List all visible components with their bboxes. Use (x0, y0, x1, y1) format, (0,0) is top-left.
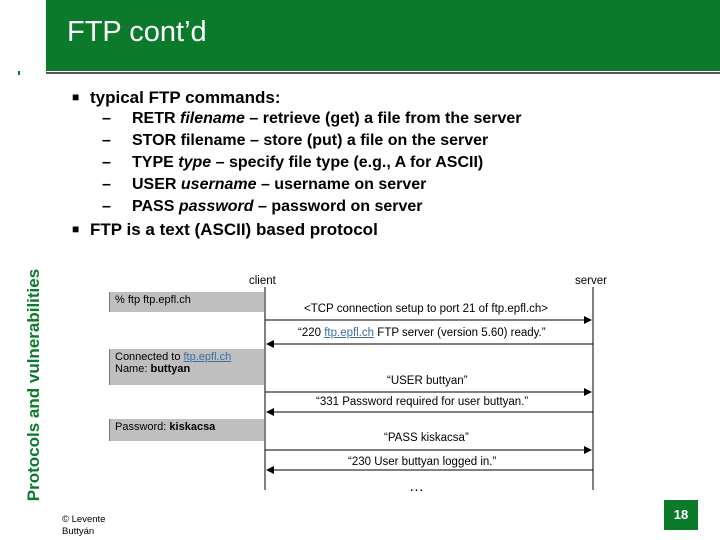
command-name: TYPE (132, 154, 174, 171)
bullet-text-protocol: ■ FTP is a text (ASCII) based protocol (72, 220, 378, 240)
message-tcp-setup: <TCP connection setup to port 21 of ftp.… (304, 303, 548, 315)
copyright-line: © Levente (62, 514, 106, 525)
title-bar (46, 0, 720, 71)
command-desc: – retrieve (get) a file from the server (244, 110, 522, 127)
password-label: Password: (115, 421, 170, 433)
command-arg: filename (180, 132, 246, 149)
command-desc: – username on server (256, 176, 427, 193)
command-desc: – store (put) a file on the server (245, 132, 489, 149)
command-item: –TYPE type – specify file type (e.g., A … (102, 154, 484, 171)
name-value: buttyan (150, 363, 191, 375)
message-220: “220 ftp.epfl.ch FTP server (version 5.6… (298, 327, 546, 339)
slide-title: FTP cont’d (67, 16, 207, 48)
command-item: –USER username – username on server (102, 176, 427, 193)
msg-220-suffix: FTP server (version 5.60) ready.” (374, 327, 546, 339)
bullet-icon: ■ (72, 90, 80, 104)
command-item: –STOR filename – store (put) a file on t… (102, 132, 489, 149)
client-label: client (249, 275, 276, 287)
bullet-typical-commands: ■ typical FTP commands: (72, 88, 281, 108)
command-arg: password (178, 198, 254, 215)
connected-text: Connected to (115, 351, 184, 363)
command-name: STOR (132, 132, 177, 149)
command-name: PASS (132, 198, 175, 215)
copyright-line: Buttyán (62, 526, 95, 537)
password-value: kiskacsa (169, 421, 216, 433)
bullet-icon: ■ (72, 222, 80, 236)
server-label: server (575, 275, 607, 287)
client-box-connected: Connected to ftp.epfl.ch Name: buttyan (109, 349, 264, 385)
command-arg: username (180, 176, 257, 193)
command-item: –RETR filename – retrieve (get) a file f… (102, 110, 522, 127)
msg-220-prefix: “220 (298, 327, 325, 339)
title-rule (46, 72, 720, 74)
message-pass: “PASS kiskacsa” (384, 432, 469, 444)
ellipsis: … (409, 478, 424, 495)
command-item: –PASS password – password on server (102, 198, 423, 215)
client-box-password: Password: kiskacsa (109, 419, 264, 441)
slide-number: 18 (664, 500, 698, 530)
host-link[interactable]: ftp.epfl.ch (324, 327, 375, 339)
command-arg: type (178, 154, 212, 171)
side-bar (22, 71, 46, 519)
copyright: © Levente Buttyán (62, 514, 105, 538)
command-name: USER (132, 176, 177, 193)
message-230: “230 User buttyan logged in.” (348, 456, 497, 468)
command-name: RETR (132, 110, 176, 127)
bullet-text: FTP is a text (ASCII) based protocol (90, 220, 378, 239)
command-arg: filename (180, 110, 245, 127)
host-link[interactable]: ftp.epfl.ch (183, 351, 232, 363)
command-desc: – specify file type (e.g., A for ASCII) (211, 154, 484, 171)
message-331: “331 Password required for user buttyan.… (316, 396, 529, 408)
name-label: Name: (115, 363, 151, 375)
message-user: “USER buttyan” (387, 375, 468, 387)
bullet-text: typical FTP commands: (90, 88, 281, 107)
client-box-command: % ftp ftp.epfl.ch (109, 292, 264, 312)
command-desc: – password on server (253, 198, 423, 215)
